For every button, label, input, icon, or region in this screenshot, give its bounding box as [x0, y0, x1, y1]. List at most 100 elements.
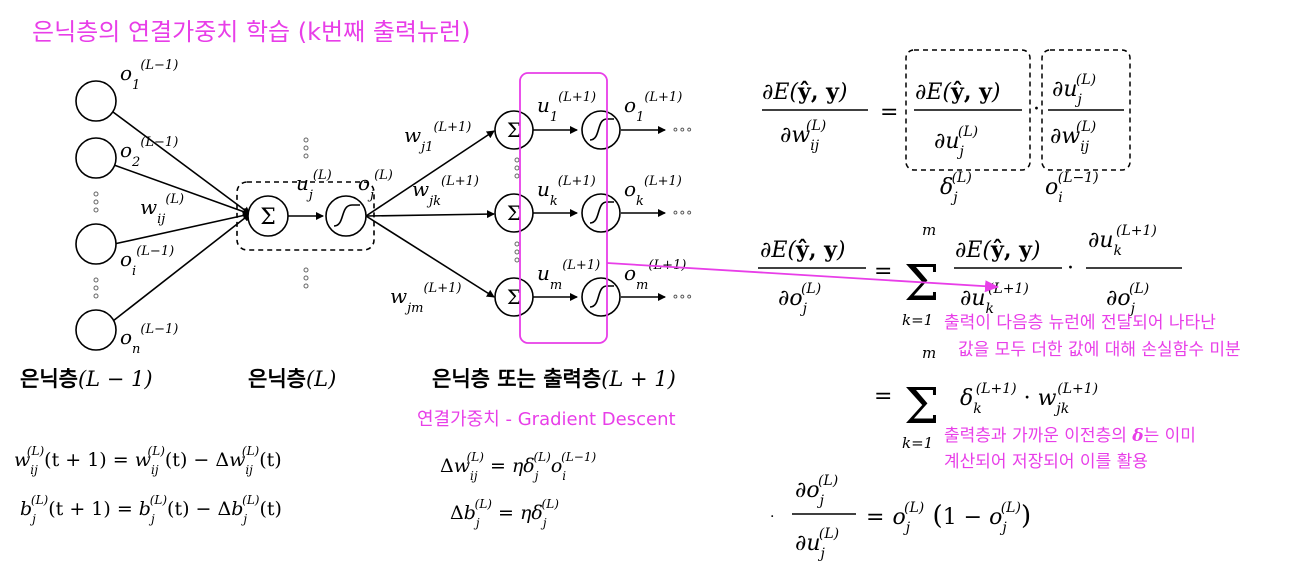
bias-update-rule: bj(L)(t + 1) = bj(L)(t) − Δbj(L)(t) — [20, 493, 282, 526]
outk-sum-symbol: Σ — [507, 201, 521, 225]
svg-text:∂E(ŷ, y): ∂E(ŷ, y) — [760, 237, 846, 263]
gradient-descent-label: 연결가중치 - Gradient Descent — [417, 409, 676, 430]
label-oj: oj(L) — [358, 168, 393, 203]
weight-update-rule: wij(L)(t + 1) = wij(L)(t) − Δwij(L)(t) — [14, 444, 282, 477]
output-ellipsis — [514, 157, 520, 263]
svg-text:∘∘∘: ∘∘∘ — [672, 289, 693, 305]
svg-text:∂uk(L+1): ∂uk(L+1) — [1088, 223, 1157, 259]
edge-o1-to-sum — [112, 111, 251, 215]
label-uk: uk(L+1) — [537, 174, 596, 209]
label-wj1: wj1(L+1) — [404, 120, 471, 155]
neuron-oi — [75, 223, 117, 265]
outk-sum-node — [494, 193, 534, 233]
hidden-neuron-box — [236, 181, 375, 251]
svg-text:m: m — [922, 344, 936, 362]
svg-text:m: m — [922, 221, 936, 239]
label-o2: o2(L−1) — [120, 135, 178, 170]
outm-act-node — [581, 277, 621, 317]
label-um: um(L+1) — [537, 258, 600, 293]
annotation-arrow — [606, 262, 999, 293]
sigmoid-icon — [333, 204, 360, 227]
network-labels: o1(L−1) o2(L−1) oi(L−1) on(L−1) wij(L) u… — [120, 58, 686, 357]
neuron-o2 — [75, 137, 117, 179]
note1-line2: 값을 모두 더한 값에 대해 손실함수 미분 — [958, 340, 1241, 360]
svg-text:∂uj(L): ∂uj(L) — [1052, 72, 1096, 108]
svg-text:k=1: k=1 — [902, 311, 933, 329]
svg-text:∂E(ŷ, y): ∂E(ŷ, y) — [762, 79, 848, 105]
svg-text:∘∘∘: ∘∘∘ — [672, 122, 693, 138]
svg-text:=oj(L) (1 − oj(L)): =oj(L) (1 − oj(L)) — [866, 500, 1031, 536]
neuron-o1 — [75, 80, 117, 122]
label-wij: wij(L) — [140, 192, 184, 227]
svg-text:∂E(ŷ, y): ∂E(ŷ, y) — [915, 79, 1001, 105]
edge-o2-to-sum — [113, 164, 251, 216]
label-oi: oi(L−1) — [120, 244, 174, 279]
eq1-delta-label: δj(L) — [940, 170, 972, 206]
outk-act-node — [581, 193, 621, 233]
svg-text:∘∘∘: ∘∘∘ — [672, 205, 693, 221]
svg-text:∂oj(L): ∂oj(L) — [778, 281, 821, 317]
delta-b-formula: Δbj(L) = ηδj(L) — [450, 497, 559, 530]
delta-w-formula: Δwij(L) = ηδj(L)oi(L−1) — [440, 450, 596, 483]
svg-text:δk(L+1) · wjk(L+1): δk(L+1) · wjk(L+1) — [960, 381, 1098, 417]
svg-text:·: · — [770, 509, 774, 525]
gradient-formulas: Δwij(L) = ηδj(L)oi(L−1) Δbj(L) = ηδj(L) — [440, 450, 596, 530]
input-ellipsis — [93, 191, 99, 299]
outm-sum-node — [494, 277, 534, 317]
label-out-o1: o1(L+1) — [624, 90, 682, 125]
label-wjk: wjk(L+1) — [412, 174, 479, 209]
edge-hidden-to-out1 — [365, 130, 495, 217]
neuron-on — [75, 309, 117, 351]
label-out-ok: ok(L+1) — [624, 174, 682, 209]
note1-line1: 출력이 다음층 뉴런에 전달되어 나타난 — [944, 313, 1216, 333]
svg-text:·: · — [1067, 256, 1074, 281]
svg-text:Σ: Σ — [904, 377, 939, 435]
hidden-sum-node — [247, 195, 289, 237]
layer-label-prev: 은닉층(L − 1) — [20, 367, 153, 391]
trailing-dots: ∘∘∘ ∘∘∘ ∘∘∘ — [672, 122, 693, 305]
hidden-sum-symbol: Σ — [260, 205, 276, 230]
label-out-om: om(L+1) — [624, 258, 686, 293]
svg-text:∂oj(L): ∂oj(L) — [1106, 281, 1149, 317]
edge-on-to-sum — [112, 213, 251, 322]
hidden-ellipsis — [303, 137, 309, 289]
note2-line2: 계산되어 저장되어 이를 활용 — [944, 452, 1148, 472]
layer-captions: 은닉층(L − 1) 은닉층(L) 은닉층 또는 출력층(L + 1) — [20, 367, 676, 391]
svg-text:∂uj(L): ∂uj(L) — [934, 124, 978, 160]
svg-text:∂uj(L): ∂uj(L) — [795, 526, 839, 562]
outm-sum-symbol: Σ — [507, 285, 521, 309]
label-u1: u1(L+1) — [537, 90, 596, 125]
equation-4: · ∂oj(L) ∂uj(L) =oj(L) (1 − oj(L)) — [770, 473, 1031, 562]
layer-label-mid: 은닉층(L) — [248, 367, 336, 391]
out1-act-node — [581, 110, 621, 150]
update-rules: wij(L)(t + 1) = wij(L)(t) − Δwij(L)(t) b… — [14, 444, 282, 526]
svg-text:=: = — [874, 259, 892, 284]
annotation-notes: 출력이 다음층 뉴런에 전달되어 나타난 값을 모두 더한 값에 대해 손실함수… — [944, 313, 1241, 472]
network-edges — [112, 111, 666, 322]
label-wjm: wjm(L+1) — [390, 281, 461, 316]
equation-1: ∂E(ŷ, y) ∂wij(L) = ∂E(ŷ, y) ∂uj(L) · ∂uj… — [762, 49, 1131, 206]
eq1-o-label: oi(L−1) — [1045, 170, 1099, 206]
edge-hidden-to-outk — [365, 210, 495, 219]
out1-sum-node — [494, 110, 534, 150]
svg-text:∂oj(L): ∂oj(L) — [795, 473, 838, 509]
svg-text:∂wij(L): ∂wij(L) — [1050, 119, 1096, 155]
highlight-output-box — [519, 72, 608, 344]
edge-oi-to-sum — [113, 211, 251, 245]
svg-text:=: = — [874, 384, 892, 409]
svg-text:∂wij(L): ∂wij(L) — [780, 118, 826, 154]
page-title: 은닉층의 연결가중치 학습 (k번째 출력뉴런) — [32, 18, 471, 46]
edge-hidden-to-outm — [365, 215, 495, 298]
hidden-activation-node — [325, 195, 367, 237]
svg-text:=: = — [880, 100, 898, 125]
svg-text:∂E(ŷ, y): ∂E(ŷ, y) — [955, 237, 1041, 263]
output-neurons — [494, 110, 621, 317]
svg-text:k=1: k=1 — [902, 434, 933, 452]
label-uj: uj(L) — [296, 168, 332, 203]
out1-sum-symbol: Σ — [507, 118, 521, 142]
output-sum-symbols: Σ Σ Σ — [507, 118, 521, 309]
note2-line1: 출력층과 가까운 이전층의 δ는 이미 — [944, 426, 1196, 446]
label-o1: o1(L−1) — [120, 58, 178, 93]
svg-text:·: · — [1033, 97, 1040, 122]
